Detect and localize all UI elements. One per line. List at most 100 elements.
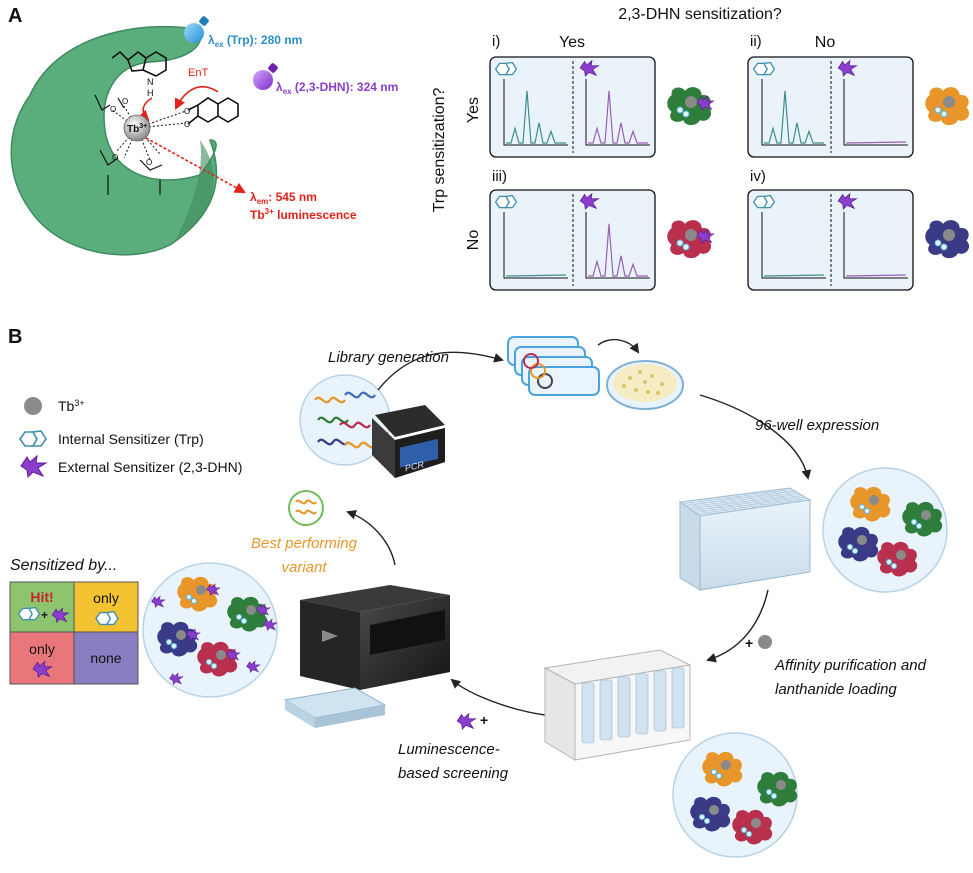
step-screening-1: Luminescence-: [398, 741, 500, 758]
plasmid-cards-icon: [507, 336, 600, 396]
key-hit-trp-icon: [17, 606, 41, 621]
svg-text:O: O: [184, 107, 190, 116]
step-purification-2: lanthanide loading: [775, 681, 897, 698]
col-no-label: No: [815, 34, 836, 51]
panel-a-label: A: [8, 5, 22, 27]
key-title: Sensitized by...: [10, 557, 117, 574]
case-label-iv: iv): [750, 168, 766, 185]
legend-tb: Tb3+: [58, 398, 85, 414]
plus-tb: +: [745, 635, 753, 651]
key-none-label: none: [90, 650, 121, 666]
grid-title: 2,3-DHN sensitization?: [618, 6, 782, 23]
dhn-spectrum: [845, 274, 907, 277]
key-dhn-label: only: [29, 641, 55, 657]
step-screening-2: based screening: [398, 765, 509, 782]
tb-coordination: O O O O O O Tb3+: [94, 94, 190, 195]
emission-arrow: [145, 137, 246, 194]
sensitization-key: Hit! + only only none: [9, 581, 139, 685]
spectra-trp-icon: [752, 61, 776, 76]
purification-rack-icon: [543, 649, 692, 761]
arrow-purification: [706, 589, 769, 663]
pur-variant-green: [757, 771, 798, 807]
step-library: Library generation: [328, 349, 449, 366]
key-none-cell: [73, 631, 139, 685]
pur-variant-red: [732, 809, 773, 845]
arrow-best-variant: [346, 510, 396, 566]
spectra-trp-icon: [494, 194, 518, 209]
plus-dhn-icon: [456, 713, 476, 730]
spectra-box-ii: [747, 56, 914, 158]
legend: Tb3+ Internal Sensitizer (Trp) External …: [19, 397, 242, 478]
best-dna-icon: [288, 490, 324, 526]
key-dhn-cell: [9, 631, 75, 685]
spectra-box-i: [489, 56, 656, 158]
ent-label: EnT: [188, 67, 208, 79]
pcr-machine-icon: PCR: [372, 405, 445, 478]
spectra-trp-icon: [494, 61, 518, 76]
dhn-spectrum: [588, 90, 648, 144]
svg-text:Tb3+: Tb3+: [127, 123, 147, 135]
screening-bubble: [142, 562, 278, 698]
spectra-box-iii: [489, 189, 656, 291]
variants: [151, 486, 943, 845]
case-label-ii: ii): [750, 33, 762, 50]
trp-spectrum: [763, 274, 825, 277]
arrow-library: [377, 351, 504, 391]
key-trp-label: only: [93, 590, 119, 606]
dhn-structure: [187, 97, 239, 125]
step-purification-1: Affinity purification and: [774, 657, 927, 674]
tb-legend-icon: [24, 397, 42, 415]
svg-text:O: O: [184, 120, 190, 129]
indole-n: N: [147, 77, 154, 87]
spectra-boxes: [489, 56, 970, 291]
spectra-box-iv: [747, 189, 914, 291]
variant-protein-iv: [925, 220, 970, 259]
trp-bulb-icon: [184, 16, 209, 43]
scr-variant-red: [197, 641, 241, 677]
arrow-expression: [699, 394, 812, 480]
legend-internal: Internal Sensitizer (Trp): [58, 431, 204, 447]
pur-variant-orange: [702, 751, 743, 787]
small-plate-icon: [283, 687, 387, 728]
petri-dish-icon: [606, 360, 684, 410]
luminescence-label: Tb3+ luminescence: [250, 207, 357, 222]
expr-variant-red: [877, 541, 918, 577]
variant-protein-iii: [667, 220, 715, 259]
dhn-spectrum: [845, 141, 907, 144]
dna-bubble: [299, 374, 391, 466]
expr-variant-green: [902, 501, 943, 537]
row-yes-label: Yes: [465, 97, 482, 123]
trp-spectrum: [506, 90, 566, 144]
dhn-bulb-icon: [253, 63, 278, 90]
trp-spectrum: [505, 274, 567, 277]
step-best-2: variant: [281, 559, 327, 576]
expr-variant-navy: [838, 526, 879, 562]
svg-text:PCR: PCR: [405, 459, 424, 473]
key-hit-plus: +: [41, 608, 48, 622]
scr-variant-navy: [157, 621, 201, 657]
dhn-spectrum: [588, 223, 648, 277]
col-yes-label: Yes: [559, 34, 585, 51]
indole-structure: [111, 50, 167, 77]
row-no-label: No: [465, 230, 482, 251]
panel-b-label: B: [8, 326, 22, 348]
deep-well-plate-icon: [678, 487, 812, 591]
dhn-legend-icon: [20, 455, 47, 478]
trp-spectrum: [764, 90, 824, 144]
ex-trp-label: λex (Trp): 280 nm: [208, 33, 302, 49]
dhn-energy-arrow: [174, 86, 219, 111]
svg-text:O: O: [112, 153, 118, 162]
plus-tb-icon: [758, 635, 772, 649]
key-hit-cell: [9, 581, 75, 633]
trp-legend-icon: [19, 430, 47, 447]
arrow-plasmid-to-plate: [597, 338, 640, 354]
ex-dhn-label: λex (2,3-DHN): 324 nm: [276, 80, 398, 96]
pur-variant-navy: [690, 796, 731, 832]
scr-variant-green: [227, 596, 271, 632]
step-expression: 96-well expression: [755, 417, 879, 434]
protein-shadow: [175, 140, 214, 242]
svg-text:O: O: [110, 105, 116, 114]
case-label-i: i): [492, 33, 500, 50]
variant-protein-i: [667, 87, 715, 126]
step-best-1: Best performing: [251, 535, 358, 552]
